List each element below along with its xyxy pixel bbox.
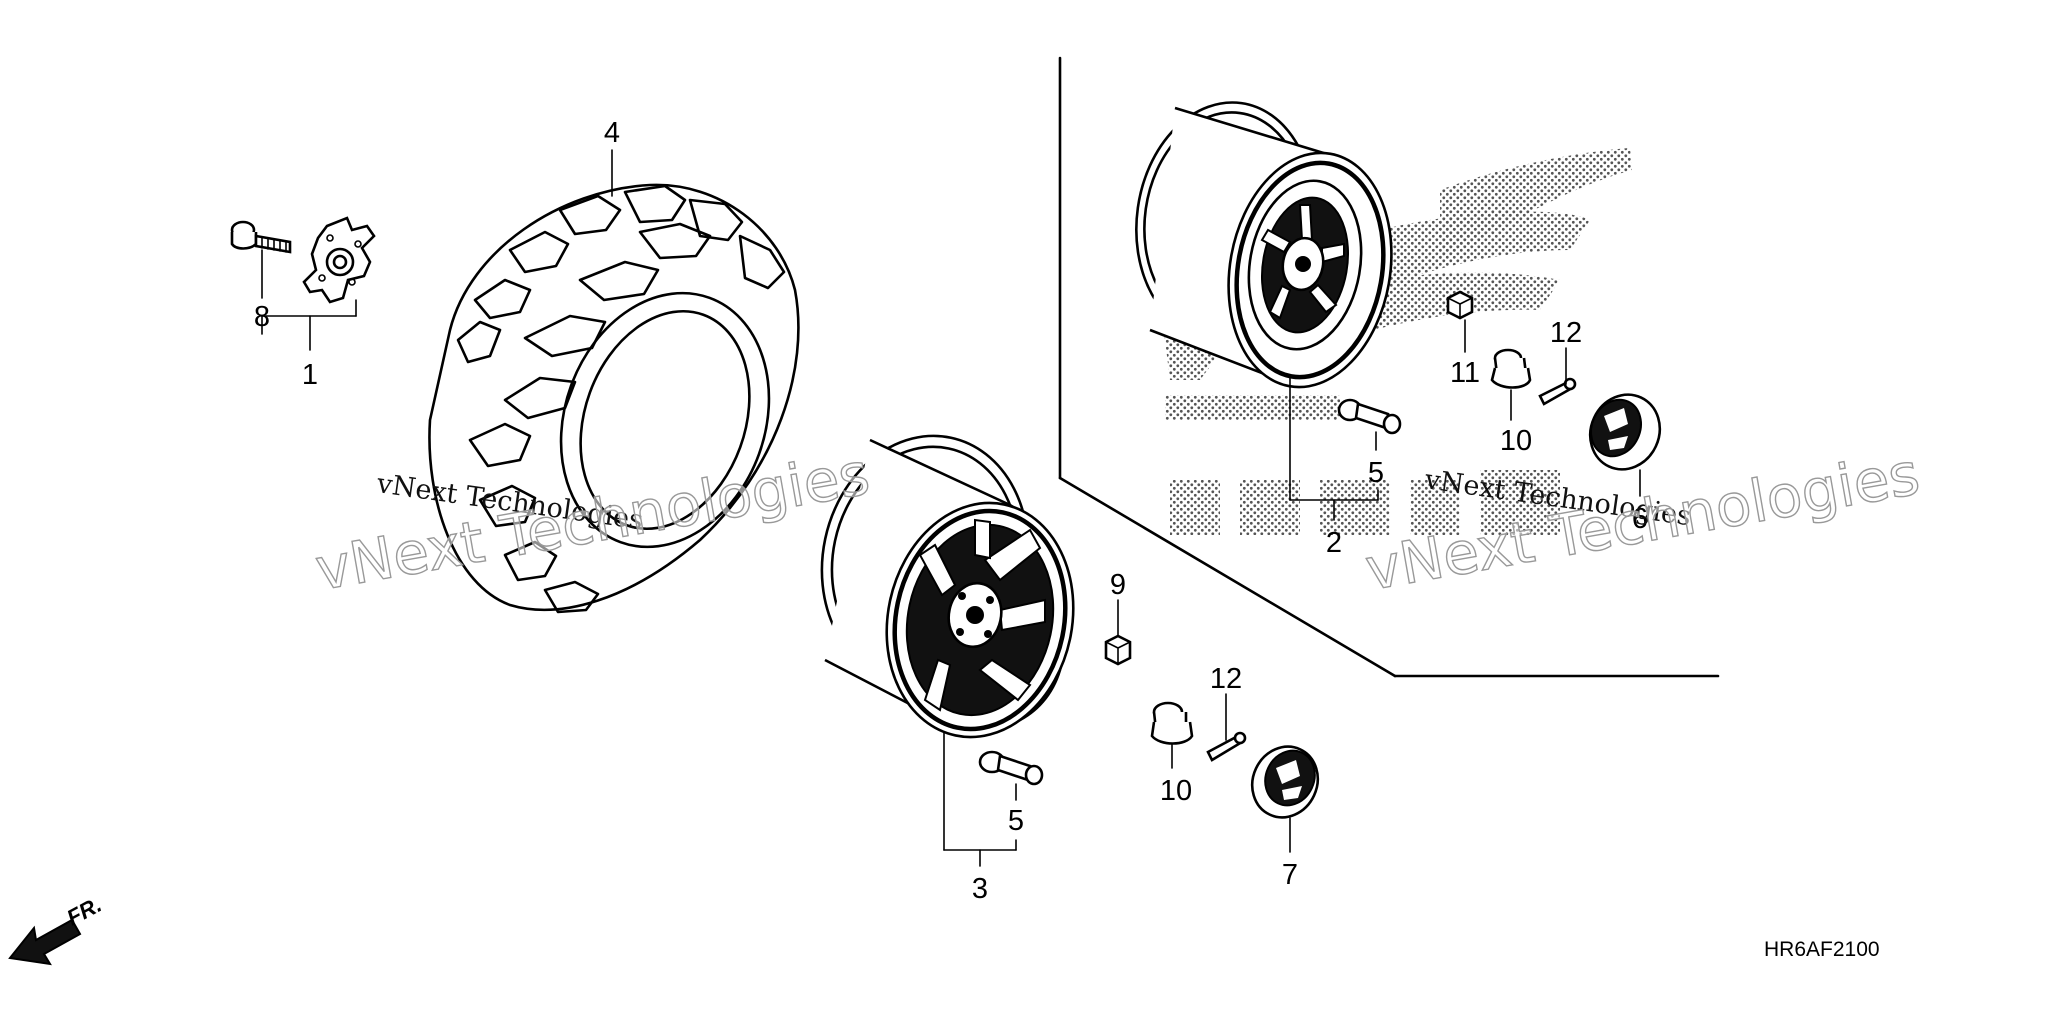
front-wheel-icon: [820, 434, 1075, 739]
castle-nut-rear-icon: [1490, 348, 1532, 389]
cotter-pin-rear-icon: [1538, 377, 1577, 406]
small-nut-rear-icon: [1446, 290, 1474, 320]
inset-boundary: [1058, 56, 1720, 678]
callout-9: 9: [1110, 569, 1126, 601]
callout-5-front: 5: [1008, 805, 1024, 837]
callout-8: 8: [254, 301, 270, 333]
hub-bolt-icon: [230, 220, 292, 254]
cotter-pin-front-icon: [1206, 731, 1247, 762]
callout-3: 3: [972, 873, 988, 905]
tire-icon: [428, 183, 800, 614]
valve-stem-rear-icon: [1337, 398, 1402, 435]
callout-5-rear: 5: [1368, 457, 1384, 489]
valve-stem-front-icon: [978, 750, 1044, 786]
brand-logo-watermark: [1160, 148, 1632, 535]
rear-wheel-icon: [1135, 101, 1393, 389]
leader-lines: [261, 149, 1641, 867]
callout-12-front: 12: [1210, 663, 1242, 695]
hub-cap-rear-icon: [1588, 393, 1662, 471]
small-nut-front-icon: [1104, 634, 1132, 666]
callout-11: 11: [1450, 357, 1480, 389]
castle-nut-front-icon: [1150, 701, 1194, 745]
diagram-code: HR6AF2100: [1764, 938, 1880, 961]
callout-2: 2: [1326, 527, 1342, 559]
callout-12-rear: 12: [1550, 317, 1582, 349]
callout-1: 1: [302, 359, 318, 391]
callout-10-rear: 10: [1500, 425, 1532, 457]
callout-numbers: 4 8 1 3 5 9 10 12 7 2 5 11 10 12 6: [254, 117, 1648, 905]
hub-cap-front-icon: [1250, 745, 1320, 819]
callout-4: 4: [604, 117, 620, 149]
callout-10-front: 10: [1160, 775, 1192, 807]
callout-6: 6: [1632, 503, 1648, 535]
callout-7: 7: [1282, 859, 1298, 891]
wheel-hub-plate-icon: [302, 216, 376, 304]
front-direction-arrow-icon: [8, 918, 82, 966]
